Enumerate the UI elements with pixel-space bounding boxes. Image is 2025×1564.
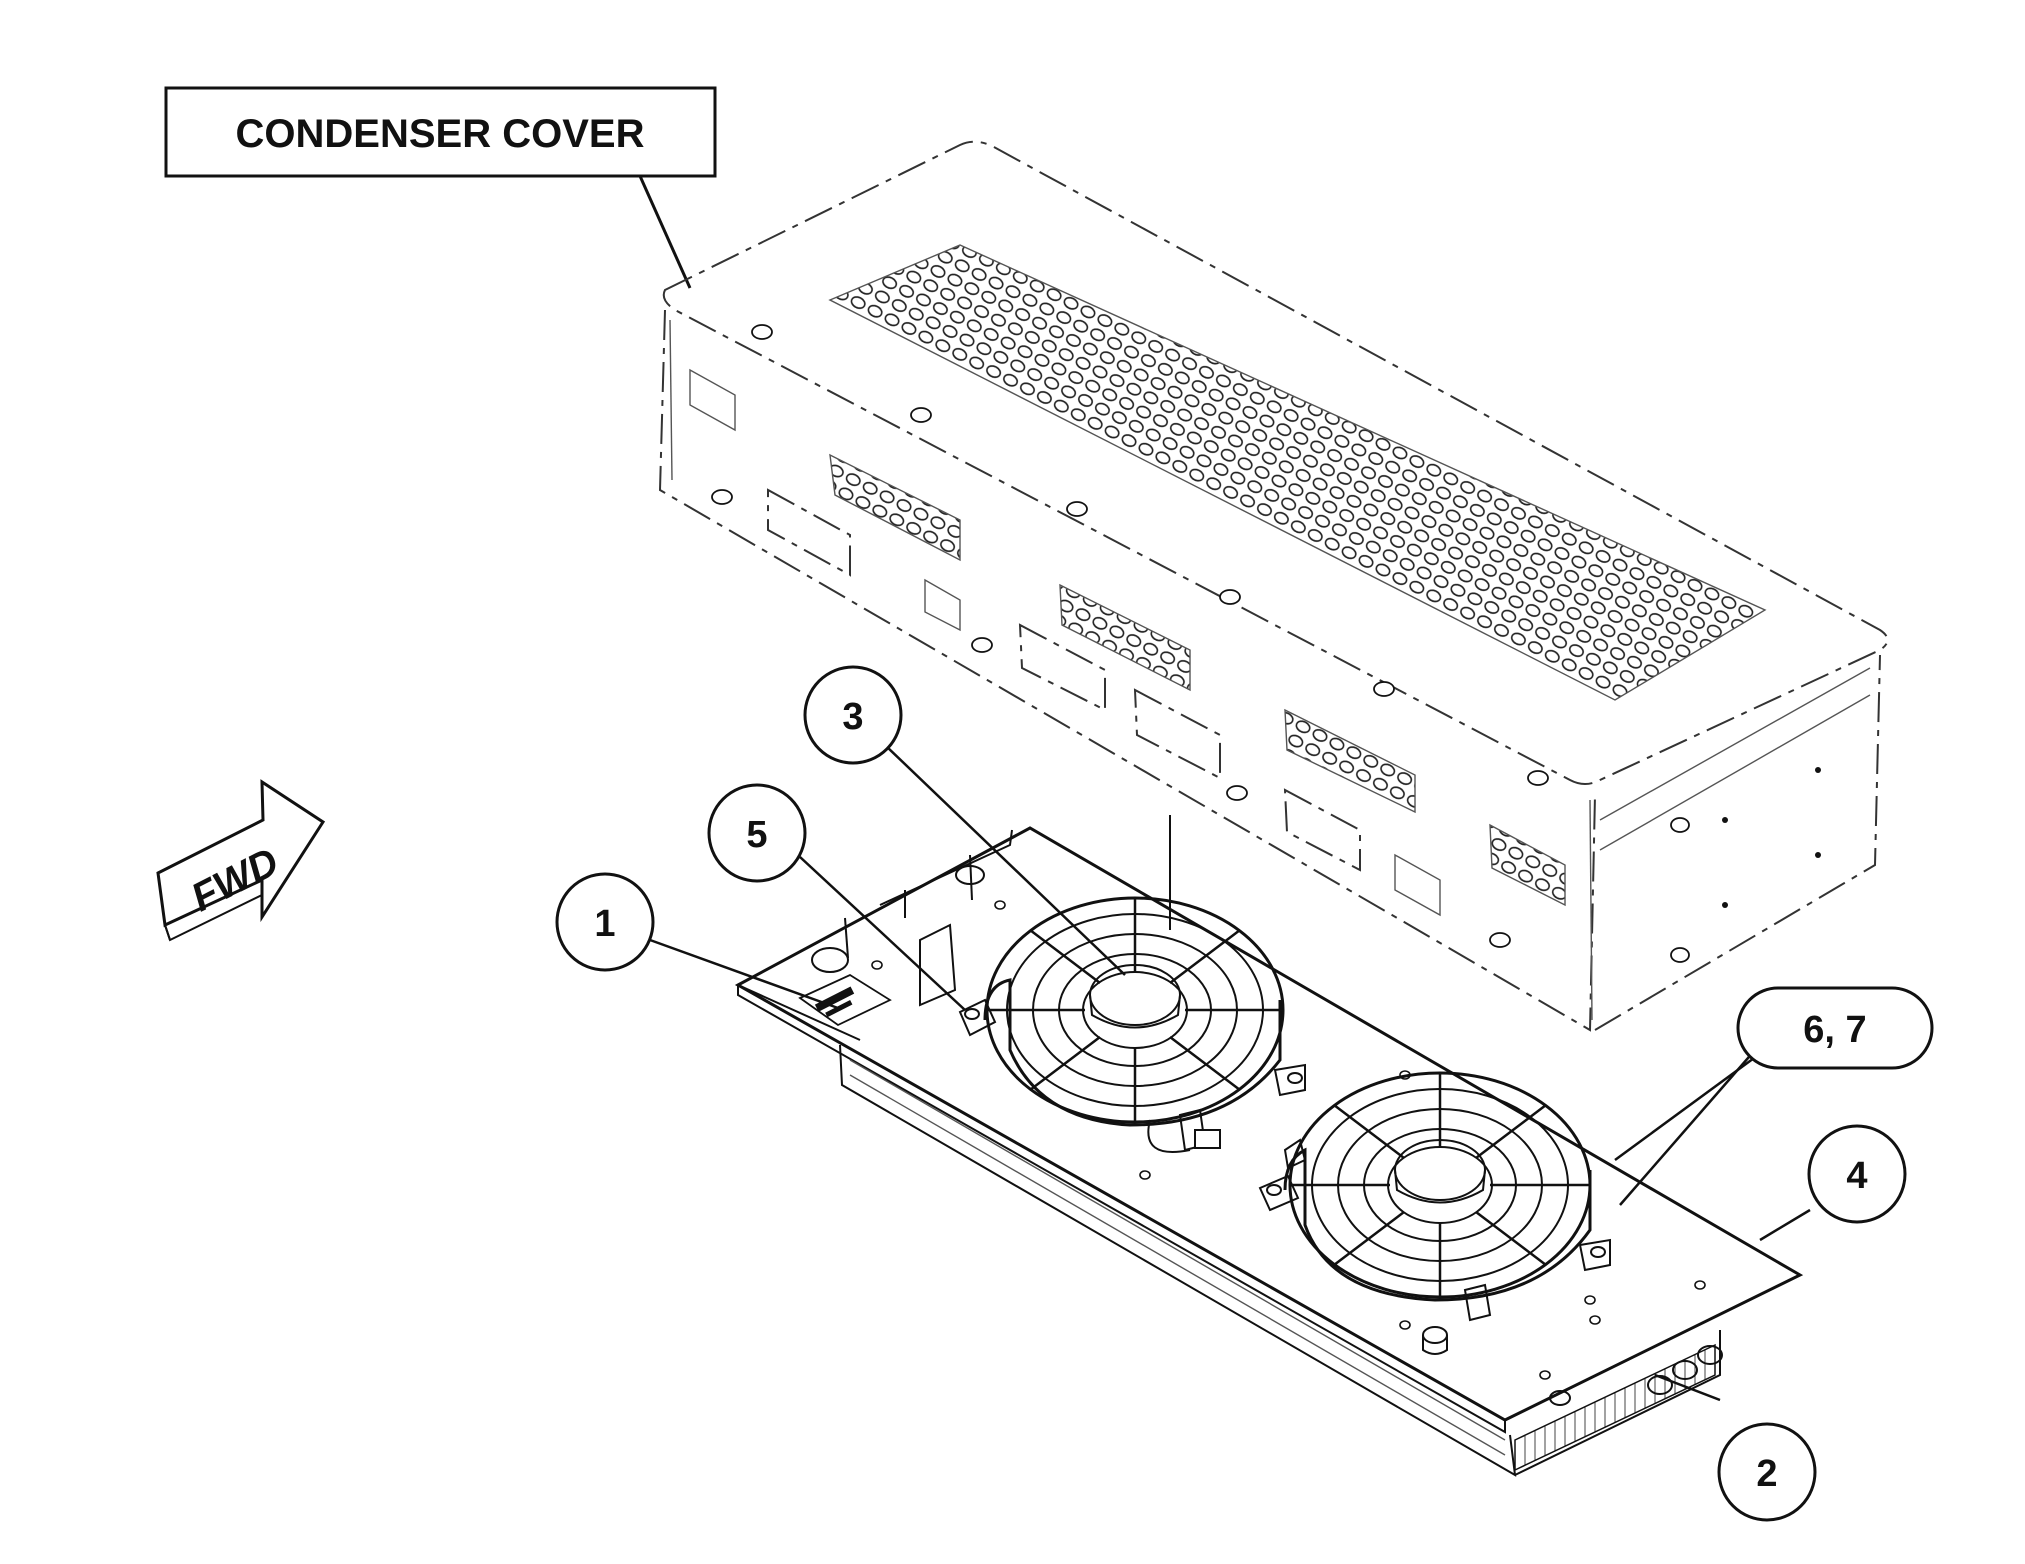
svg-text:1: 1 <box>594 903 615 945</box>
svg-text:3: 3 <box>842 696 863 738</box>
callout-3: 3 <box>803 665 903 765</box>
callout-leaders <box>649 744 1766 1402</box>
condenser-tray <box>734 826 1804 1477</box>
callout-2: 2 <box>1717 1422 1817 1522</box>
condenser-fan-1 <box>958 896 1306 1153</box>
svg-text:2: 2 <box>1756 1453 1777 1495</box>
callout-6-7-leader <box>1619 1049 1756 1206</box>
fwd-arrow: FWD <box>156 779 326 942</box>
callout-4-leader <box>1759 1208 1811 1242</box>
callout-6-7: 6, 7 <box>1736 986 1934 1070</box>
callout-1: 1 <box>555 872 655 972</box>
svg-text:5: 5 <box>746 814 767 856</box>
callout-5: 5 <box>707 783 807 883</box>
svg-text:4: 4 <box>1846 1155 1867 1197</box>
callout-4: 4 <box>1807 1124 1907 1224</box>
condenser-fan-2 <box>1258 1071 1611 1322</box>
condenser-cover-label: CONDENSER COVER <box>164 86 717 178</box>
condenser-cover-leader <box>638 175 692 289</box>
condenser-cover-label-text: CONDENSER COVER <box>236 112 645 156</box>
cover-fasteners <box>711 324 1690 963</box>
svg-text:6, 7: 6, 7 <box>1803 1009 1866 1051</box>
perforated-panel <box>830 245 1765 700</box>
